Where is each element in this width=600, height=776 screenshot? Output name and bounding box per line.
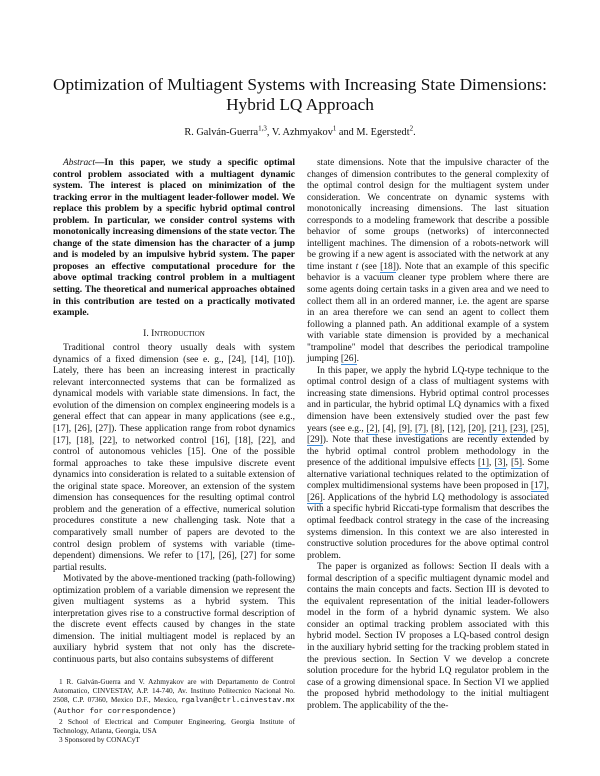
paragraph-text: Motivated by the above-mentioned trackin… — [53, 574, 295, 665]
citation-link[interactable]: [3] — [494, 458, 506, 470]
footnote-1-text: 1 R. Galván-Guerra and V. Azhmyakov are … — [53, 676, 295, 704]
author: M. Egerstedt2. — [356, 125, 416, 139]
title-line-1: Optimization of Multiagent Systems with … — [53, 75, 547, 94]
body-paragraph: Motivated by the above-mentioned trackin… — [53, 574, 295, 666]
footnote-3: 3 Sponsored by CONACyT — [59, 734, 140, 744]
title-line-2: Hybrid LQ Approach — [226, 95, 374, 114]
citation-link[interactable]: [23] — [510, 423, 526, 435]
author-list: R. Galván-Guerra1,3, V. Azhmyakov1 and M… — [30, 125, 570, 138]
paragraph-text: . Some alternative variational technique… — [307, 458, 550, 492]
paragraph-text: , [25], — [525, 423, 549, 434]
author: V. Azhmyakov1 and — [271, 125, 357, 139]
citation-link[interactable]: [18] — [380, 261, 396, 273]
body-paragraph: The paper is organized as follows: Secti… — [307, 562, 549, 712]
paragraph-text: , — [409, 423, 415, 434]
footnote-email[interactable]: rgalvan@ctrl.cinvestav.mx (Author for co… — [53, 696, 295, 716]
footnotes: 1 R. Galván-Guerra and V. Azhmyakov are … — [53, 677, 295, 744]
citation-link[interactable]: [9] — [398, 423, 410, 435]
paper-title: Optimization of Multiagent Systems with … — [30, 75, 570, 115]
footnote-1: 1 R. Galván-Guerra and V. Azhmyakov are … — [53, 677, 295, 717]
author-name: V. Azhmyakov — [271, 127, 333, 139]
paragraph-text: (see — [358, 261, 381, 272]
citation-link[interactable]: [5] — [511, 458, 523, 470]
citation-link[interactable]: [7] — [415, 423, 427, 435]
citation-link[interactable]: [2] — [366, 423, 378, 435]
author-name: R. Galván-Guerra — [184, 127, 259, 139]
paragraph-text: , — [546, 481, 549, 492]
paragraph-text: , [4], — [377, 423, 399, 434]
math-symbol: t — [355, 261, 359, 272]
paragraph-text: . — [356, 354, 359, 365]
citation-link[interactable]: [26] — [340, 354, 357, 366]
author-affiliation: 2 — [409, 125, 414, 133]
citation-link[interactable]: [20] — [468, 423, 484, 435]
paragraph-text: , — [426, 423, 432, 434]
abstract-text: —In this paper, we study a specific opti… — [53, 158, 295, 319]
right-column: state dimensions. Note that the impulsiv… — [307, 158, 549, 712]
abstract: Abstract—In this paper, we study a speci… — [53, 158, 295, 320]
citation-link[interactable]: [26] — [307, 492, 323, 504]
body-paragraph: state dimensions. Note that the impulsiv… — [307, 158, 549, 366]
abstract-label: Abstract — [63, 158, 95, 168]
author-separator: and — [336, 127, 357, 139]
body-paragraph: Traditional control theory usually deals… — [53, 343, 295, 574]
paragraph-text: , — [505, 458, 512, 469]
author: R. Galván-Guerra1,3, — [184, 125, 272, 139]
section-heading: I. Introduction — [143, 327, 205, 339]
paragraph-text: Traditional control theory usually deals… — [53, 343, 295, 573]
citation-link[interactable]: [21] — [489, 423, 505, 435]
paragraph-text: , [12], — [442, 423, 469, 434]
author-separator: , — [266, 127, 272, 139]
paragraph-text: In this paper, we apply the hybrid LQ-ty… — [307, 365, 549, 434]
paragraph-text: ). Note that an example of this specific… — [307, 261, 549, 365]
author-affiliation: 1 — [332, 125, 337, 133]
citation-link[interactable]: [29] — [307, 435, 323, 447]
author-separator: . — [413, 127, 416, 139]
paragraph-text: state dimensions. Note that the impulsiv… — [307, 158, 549, 272]
paragraph-text: , — [483, 423, 490, 434]
right-body: state dimensions. Note that the impulsiv… — [307, 158, 549, 712]
citation-link[interactable]: [8] — [431, 423, 443, 435]
citation-link[interactable]: [1] — [478, 458, 490, 470]
paragraph-text: . Applications of the hybrid LQ methodol… — [307, 492, 549, 561]
left-column: Abstract—In this paper, we study a speci… — [53, 158, 295, 744]
author-name: M. Egerstedt — [356, 127, 410, 139]
citation-link[interactable]: [17] — [530, 481, 547, 493]
left-body: Traditional control theory usually deals… — [53, 343, 295, 666]
paragraph-text: The paper is organized as follows: Secti… — [307, 562, 549, 711]
paragraph-text: , — [489, 458, 495, 469]
footnote-2: 2 School of Electrical and Computer Engi… — [53, 716, 295, 735]
body-paragraph: In this paper, we apply the hybrid LQ-ty… — [307, 366, 549, 562]
paragraph-text: , — [504, 423, 511, 434]
author-affiliation: 1,3 — [258, 125, 267, 133]
paragraph-text: ). Note that these investigations are re… — [307, 435, 549, 469]
